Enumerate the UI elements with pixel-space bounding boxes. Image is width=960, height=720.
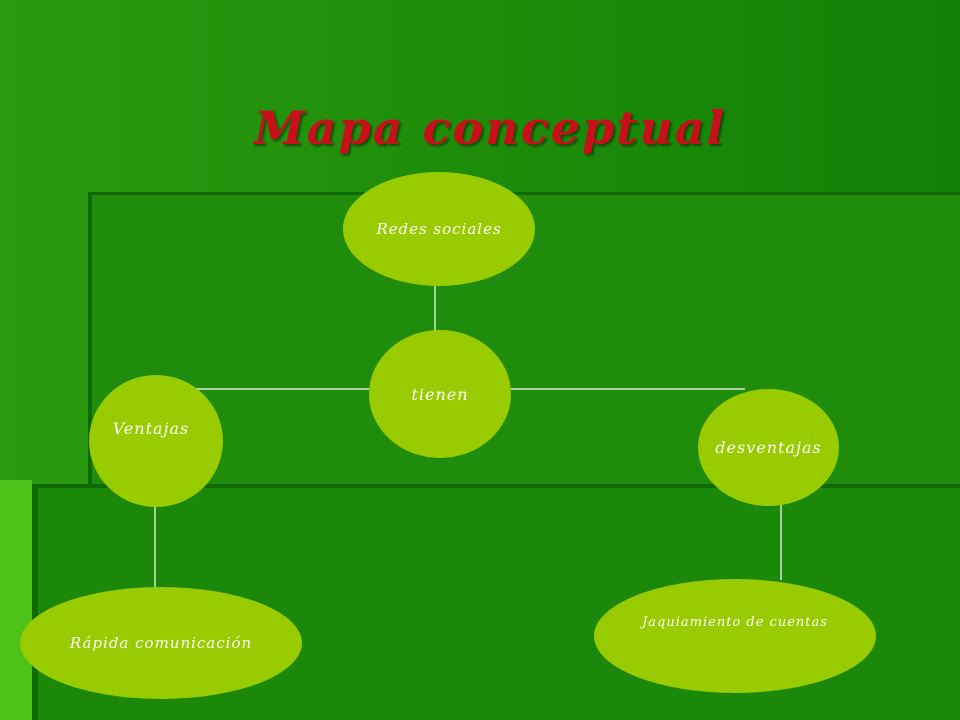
slide-title: Mapa conceptual	[253, 100, 727, 155]
node-desventajas-label: desventajas	[715, 438, 822, 457]
node-rapida-comunicacion: Rápida comunicación	[20, 587, 302, 699]
node-ventajas: Ventajas	[89, 375, 223, 507]
node-ventajas-label: Ventajas	[112, 418, 190, 438]
node-redes-sociales: Redes sociales	[343, 172, 535, 286]
decor-panel-light-strip	[0, 480, 32, 720]
node-rapida-comunicacion-label: Rápida comunicación	[69, 634, 253, 652]
node-tienen-label: tienen	[411, 384, 469, 404]
node-jaquiamiento-cuentas-label: Jaquiamiento de cuentas	[642, 614, 828, 630]
node-jaquiamiento-cuentas: Jaquiamiento de cuentas	[594, 579, 876, 693]
node-desventajas: desventajas	[698, 389, 839, 506]
node-tienen: tienen	[369, 330, 511, 458]
node-redes-sociales-label: Redes sociales	[376, 220, 502, 238]
